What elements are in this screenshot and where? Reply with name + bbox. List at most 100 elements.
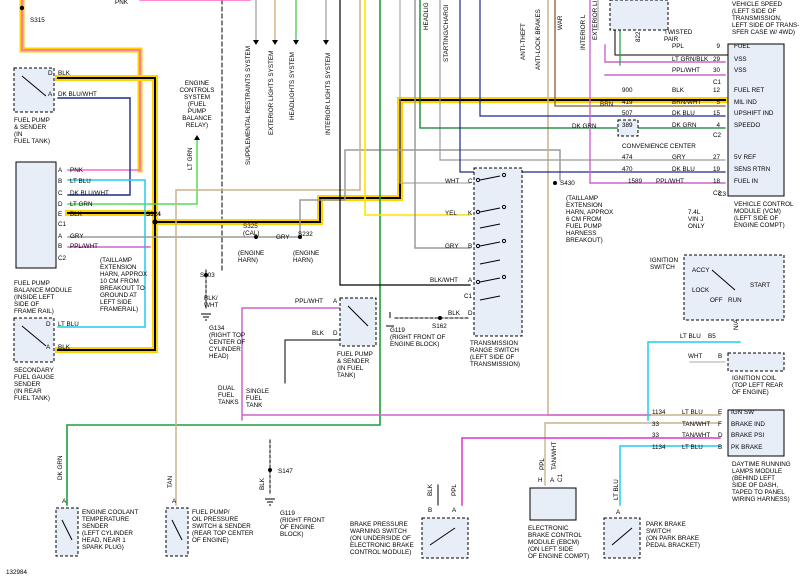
vcm-title-line-1: MODULE (VCM) bbox=[734, 208, 781, 215]
brake-pressure-box bbox=[421, 517, 469, 559]
ignition-coil-box bbox=[727, 352, 785, 372]
brake-pressure-label-line-3: ELECTRONIC BRAKE bbox=[350, 542, 414, 549]
system-label-10: INTERIOR L bbox=[580, 14, 587, 50]
system-arrows bbox=[194, 40, 329, 140]
fuel-pump-sender-2-box bbox=[339, 297, 377, 347]
g119-engine-block-label-line-0: G119 bbox=[390, 327, 405, 334]
vcm-circuit-7: 474 bbox=[622, 154, 633, 161]
balance-wire-2: DK BLU/WHT bbox=[70, 190, 109, 197]
balance-module-label-line-0: FUEL PUMP bbox=[14, 280, 50, 287]
ebcm-c1: C1 bbox=[557, 473, 564, 482]
balance-module-box bbox=[15, 161, 57, 269]
fuel-pump-sender-label-line-2: (IN bbox=[14, 131, 23, 138]
ignition-coil-label-line-2: OF ENGINE) bbox=[732, 389, 769, 396]
wire-vss bbox=[604, 44, 726, 76]
park-pin-a: A bbox=[616, 509, 621, 516]
oil-switch-label-line-3: (REAR TOP CENTER bbox=[192, 530, 254, 537]
system-label-9: WAR bbox=[557, 15, 564, 30]
g134-label-line-0: G134 bbox=[209, 325, 225, 332]
engine-controls-label-line-1: CONTROLS bbox=[180, 87, 215, 94]
brake-pressure-label-line-1: WARNING SWITCH bbox=[350, 528, 407, 535]
vcm-pin-7: 27 bbox=[713, 154, 721, 161]
drl-label-0: IGN SW bbox=[731, 409, 754, 416]
s232-label: S232 bbox=[298, 231, 313, 238]
ign-accy: ACCY bbox=[692, 267, 710, 274]
engine-controls-label-line-5: BALANCE bbox=[182, 115, 211, 122]
vcm-color-6: DK GRN bbox=[672, 122, 697, 129]
vcm-pin-9: 18 bbox=[713, 178, 721, 185]
fp2-pin-d: D bbox=[333, 330, 338, 337]
coolant-sender-label-line-3: (LEFT CYLINDER bbox=[82, 530, 133, 537]
oil-switch-label-line-1: OIL PRESSURE bbox=[192, 516, 238, 523]
wire-yel-trs bbox=[364, 0, 471, 216]
drl-circuit-3: 1134 bbox=[652, 444, 666, 451]
label-lt-blu-park: LT BLU bbox=[613, 479, 620, 500]
label-blk-wht-trs: BLK/WHT bbox=[430, 277, 458, 284]
drl-pin-0: E bbox=[718, 409, 722, 416]
brake-pressure-label-line-4: CONTROL MODULE) bbox=[350, 549, 411, 556]
fuel-pump-sender-2-label-line-0: FUEL PUMP bbox=[337, 351, 373, 358]
vehicle-speed-label-line-0: VEHICLE SPEED bbox=[732, 1, 782, 8]
wire-gry-5vref bbox=[439, 0, 726, 161]
trs-pin-b: B bbox=[468, 243, 472, 250]
vcm-pin-1: 29 bbox=[713, 56, 721, 63]
vcm-color-8: DK BLU bbox=[672, 166, 695, 173]
vehicle-speed-label-line-3: LEFT SIDE OF TRANS- bbox=[732, 22, 799, 29]
engine-harn-label-2-line-0: (ENGINE bbox=[293, 250, 319, 257]
wire-dk-grn-speedo bbox=[419, 0, 726, 129]
label-s430: S430 bbox=[560, 180, 575, 187]
label-yel: YEL bbox=[445, 210, 457, 217]
pin-a: A bbox=[48, 91, 53, 98]
label-brn: BRN bbox=[600, 101, 614, 108]
taillamp-harness-label-line-0: (TAILLAMP bbox=[100, 257, 132, 264]
vcm-label-0: FUEL bbox=[734, 43, 751, 50]
balance-pin-6: A bbox=[58, 233, 63, 240]
ebcm-pin-h: H bbox=[538, 477, 543, 484]
wire-blk-wht-trs bbox=[339, 0, 471, 286]
drl-module-label-line-5: WIRING HARNESS) bbox=[732, 496, 790, 503]
vcm-color-5: DK BLU bbox=[672, 110, 695, 117]
label-dk-blu-wht: DK BLU/WHT bbox=[58, 91, 97, 98]
park-brake-label-line-2: (ON PARK BRAKE bbox=[646, 535, 699, 542]
vcm-label-6: SPEEDO bbox=[734, 122, 760, 129]
system-label-7: ANTI-THEFT bbox=[520, 23, 527, 60]
s430-harness-label-line-1: EXTENSION bbox=[566, 202, 603, 209]
drl-module-label-line-1: LAMPS MODULE bbox=[732, 468, 782, 475]
vehicle-speed-label-line-4: SFER CASE W/ 4WD) bbox=[732, 29, 795, 36]
dual-tanks-label-line-2: TANKS bbox=[218, 399, 239, 406]
ignition-switch-box bbox=[683, 254, 785, 321]
dual-tanks-label-line-0: DUAL bbox=[218, 385, 235, 392]
vcm-conn-c3: C3 bbox=[713, 190, 722, 197]
wire-lt-blu bbox=[57, 179, 146, 328]
wire-wht-trs bbox=[399, 0, 471, 184]
park-brake-label-line-0: PARK BRAKE bbox=[646, 521, 686, 528]
drl-box bbox=[727, 409, 785, 457]
sec-lt-blu: LT BLU bbox=[58, 321, 79, 328]
label-blk-wht-a: BLK/ bbox=[204, 295, 218, 302]
coolant-sender-label-line-5: SPARK PLUG) bbox=[82, 544, 124, 551]
engine-controls-label-line-4: PUMP bbox=[188, 108, 206, 115]
twisted-pair-label-line-1: PAIR bbox=[664, 36, 679, 43]
label-ppl-ebcm: PPL bbox=[539, 458, 546, 470]
ignition-switch-label-line-0: IGNITION bbox=[650, 257, 678, 264]
vcm-pin-2: 30 bbox=[713, 67, 721, 74]
park-brake-label-line-3: PEDAL BRACKET) bbox=[646, 542, 700, 549]
ign-run: RUN bbox=[728, 297, 742, 304]
brake-pin-a: A bbox=[452, 507, 457, 514]
coolant-sender-label-line-0: ENGINE COOLANT bbox=[82, 509, 138, 516]
label-s162: S162 bbox=[432, 323, 447, 330]
wire-dk-blu-upshift bbox=[479, 0, 726, 117]
wire-dk-blu-sens bbox=[459, 0, 726, 173]
switch-symbols bbox=[21, 75, 736, 546]
trs-box bbox=[473, 167, 523, 337]
ebcm-label-line-3: (ON LEFT SIDE bbox=[528, 546, 573, 553]
label-ppl-brake: PPL bbox=[451, 484, 458, 496]
coolant-sender-label-line-1: TEMPERATURE bbox=[82, 516, 129, 523]
secondary-sender-label-line-4: FUEL TANK) bbox=[14, 395, 50, 402]
drl-label-2: BRAKE PSI bbox=[731, 432, 764, 439]
coolant-sender-box bbox=[55, 507, 79, 557]
park-brake-box bbox=[603, 517, 641, 559]
trs-label-line-0: TRANSMISSION bbox=[470, 340, 518, 347]
label-blk-brake: BLK bbox=[427, 483, 434, 496]
balance-pin-7: B bbox=[58, 243, 62, 250]
